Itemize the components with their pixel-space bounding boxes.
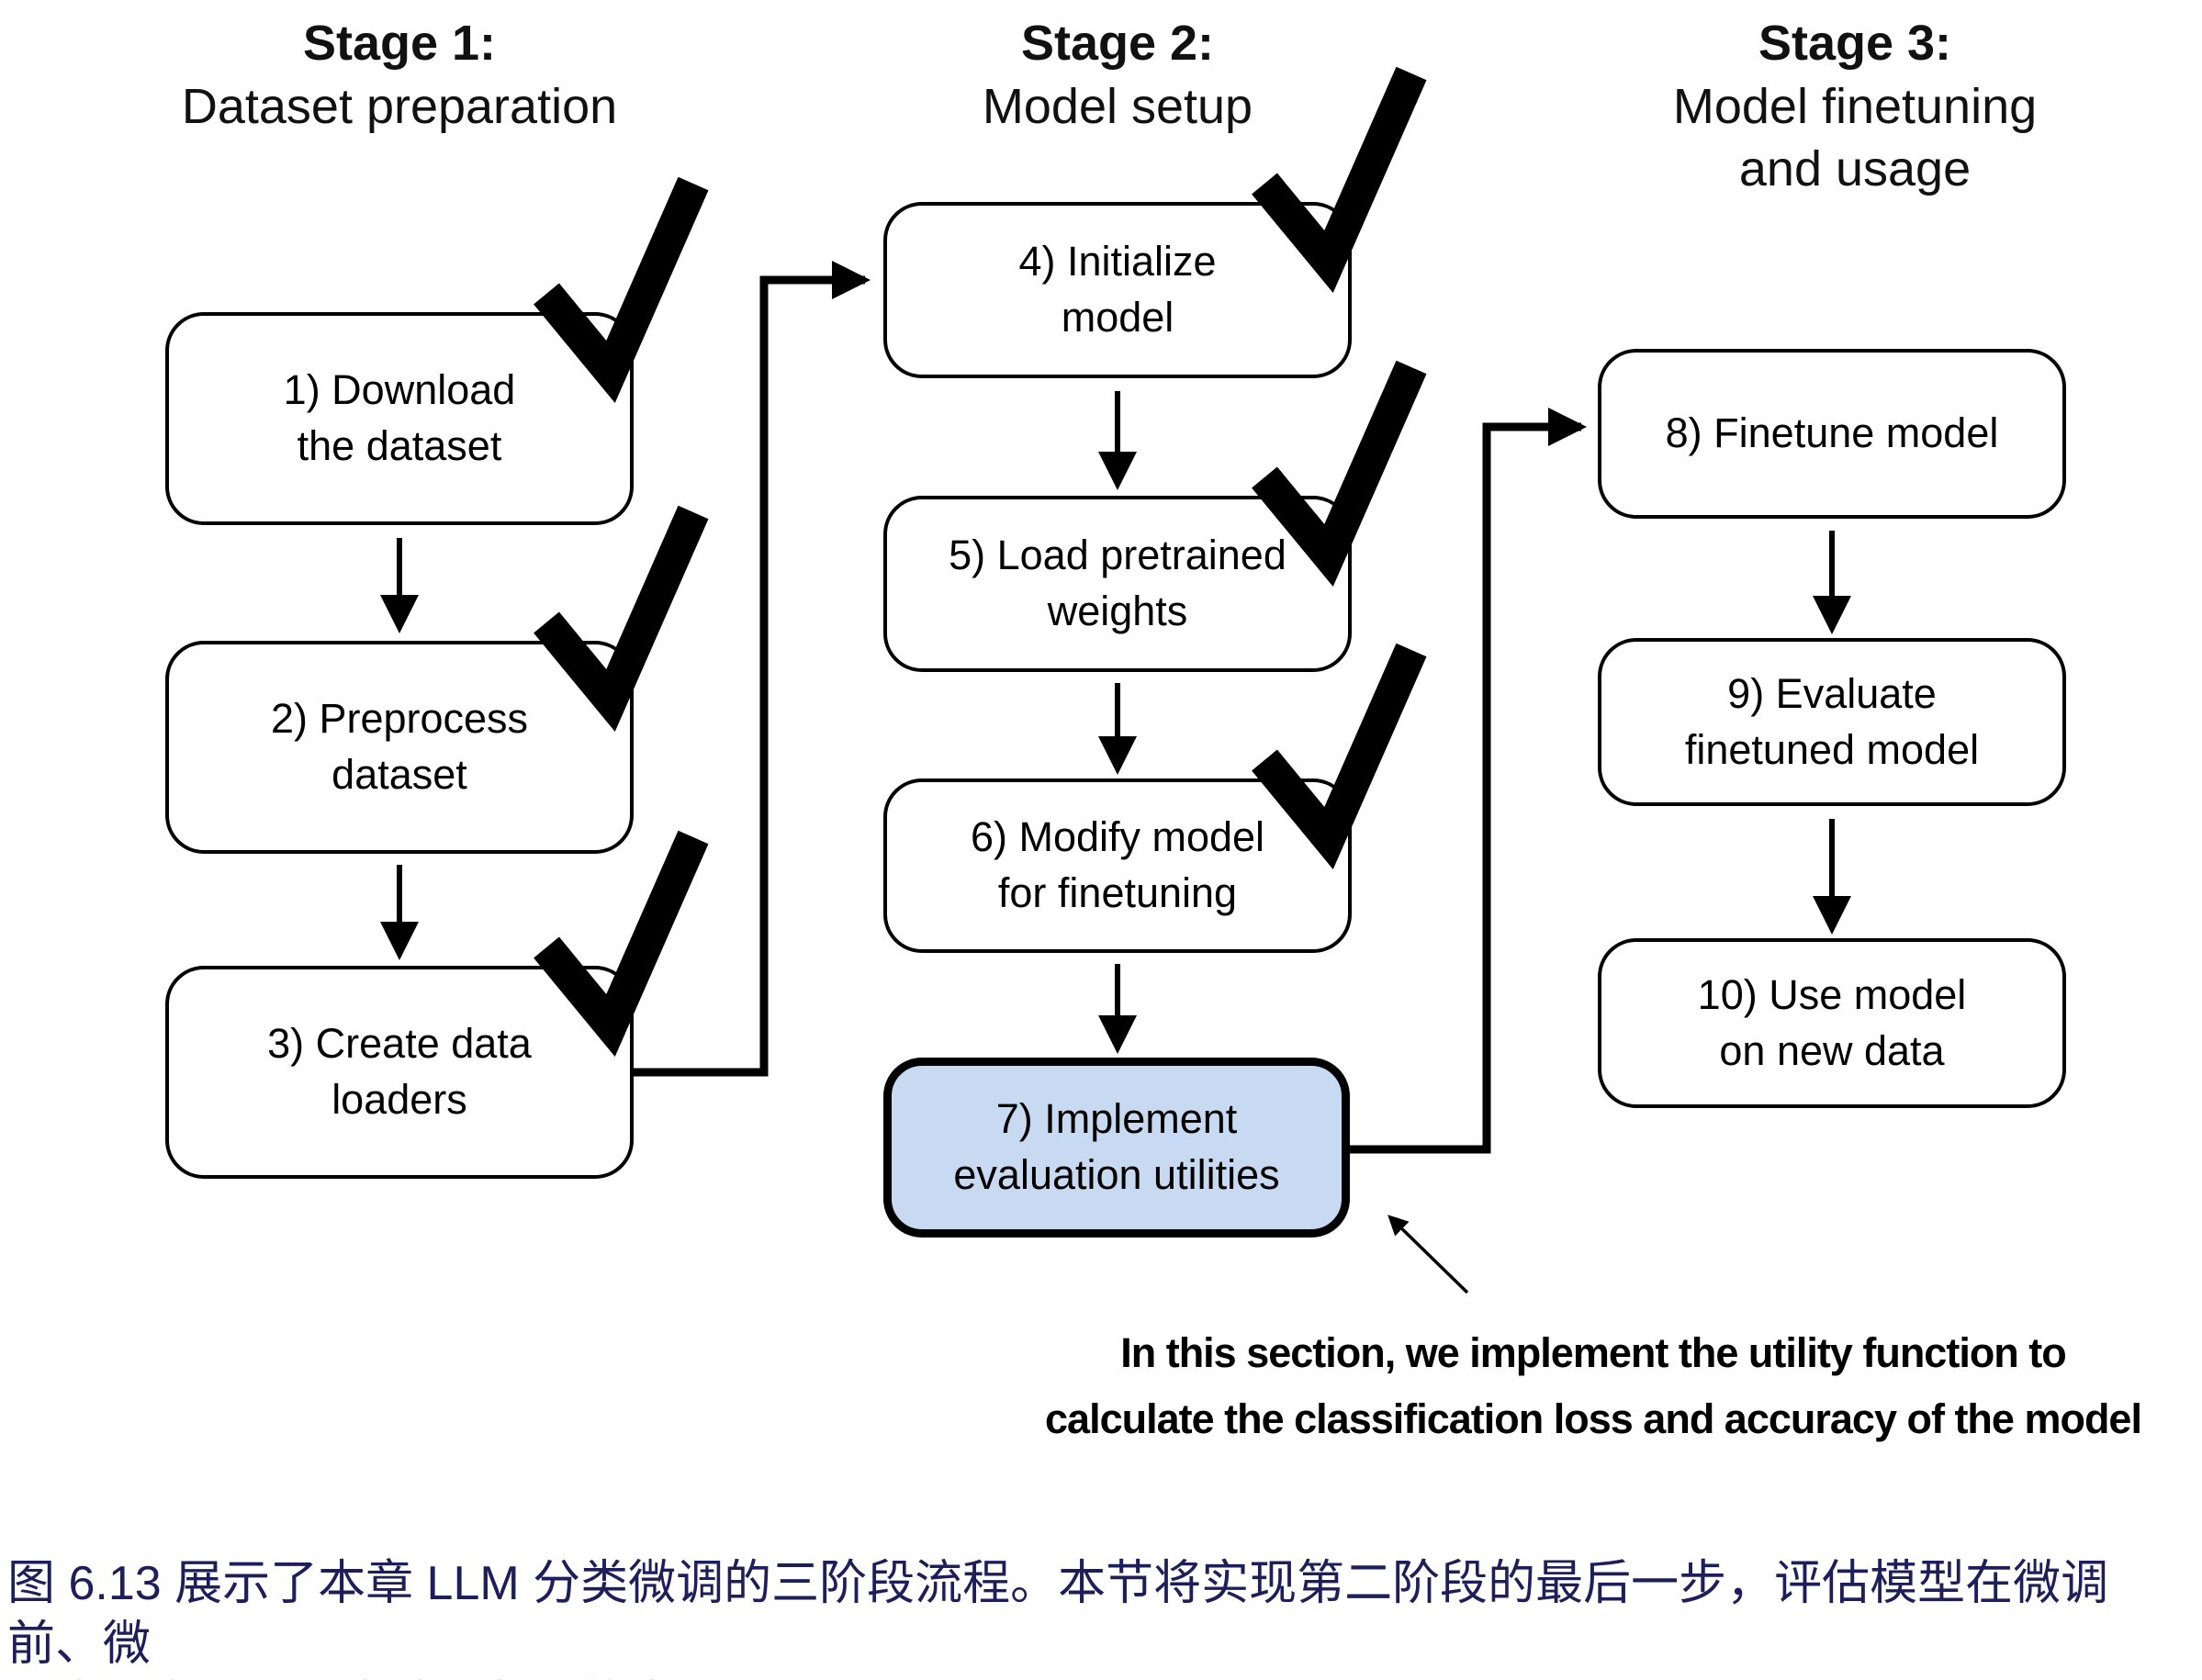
- stage-3-subtitle: Model finetuning and usage: [1672, 79, 2038, 196]
- step-box-8-finetune-model: 8) Finetune model: [1598, 349, 2066, 519]
- step-box-3-create-data-loaders: 3) Create data loaders: [165, 966, 634, 1179]
- annotation-note: In this section, we implement the utilit…: [1045, 1329, 2142, 1442]
- step-box-2-preprocess-dataset: 2) Preprocess dataset: [165, 641, 634, 854]
- annotation-arrow-icon: [1387, 1215, 1469, 1294]
- step-box-9-evaluate-finetuned-model: 9) Evaluate finetuned model: [1598, 638, 2066, 806]
- step-box-1-download-dataset: 1) Download the dataset: [165, 312, 634, 525]
- elbow-connector-stage2-to-stage3: [1344, 408, 1587, 1154]
- stage-2-subtitle: Model setup: [982, 79, 1253, 134]
- step-box-4-initialize-model: 4) Initialize model: [883, 202, 1352, 378]
- stage-3-title: Stage 3:: [1758, 16, 1952, 71]
- step-box-5-load-pretrained-weights: 5) Load pretrained weights: [883, 496, 1352, 672]
- figure-caption: 图 6.13 展示了本章 LLM 分类微调的三阶段流程。本节将实现第二阶段的最后…: [7, 1557, 2109, 1680]
- stage-1-subtitle: Dataset preparation: [181, 79, 618, 134]
- stage-1-heading: Stage 1: Dataset preparation: [115, 11, 684, 138]
- stage-2-heading: Stage 2: Model setup: [833, 11, 1402, 138]
- step-box-7-implement-evaluation-utilities: 7) Implement evaluation utilities: [883, 1058, 1350, 1238]
- stage-3-heading: Stage 3: Model finetuning and usage: [1570, 11, 2140, 200]
- step-box-10-use-model-new-data: 10) Use model on new data: [1598, 938, 2066, 1108]
- step-box-6-modify-model: 6) Modify model for finetuning: [883, 778, 1352, 953]
- elbow-connector-stage1-to-stage2: [632, 261, 871, 1077]
- stage-1-title: Stage 1:: [302, 16, 497, 71]
- stage-2-title: Stage 2:: [1020, 16, 1215, 71]
